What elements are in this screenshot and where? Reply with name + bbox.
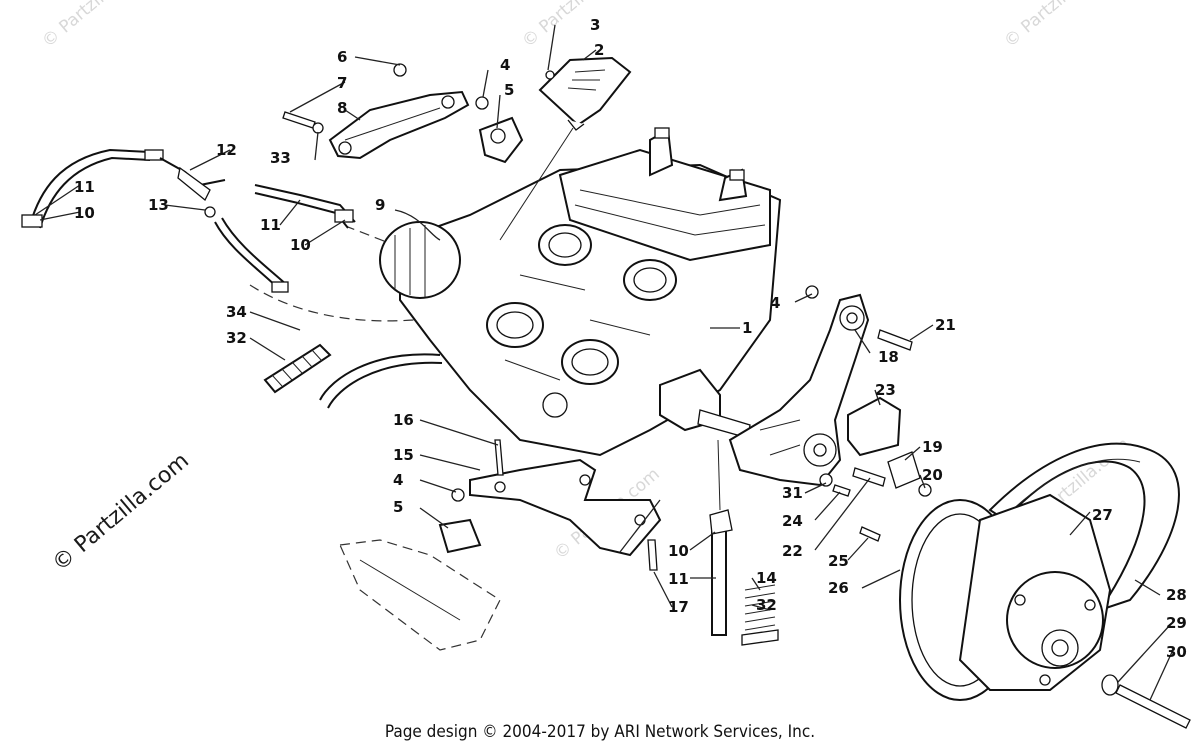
callout-4-right: 4 — [770, 294, 780, 312]
spring-lower — [741, 584, 779, 646]
upper-mount-bracket — [282, 63, 524, 164]
callout-16: 16 — [393, 411, 414, 429]
callout-12: 12 — [216, 141, 237, 159]
watermark-top-right: © Partzilla.com — [1000, 0, 1113, 52]
callout-20: 20 — [922, 466, 943, 484]
callout-11-lower: 11 — [668, 570, 689, 588]
callout-15: 15 — [393, 446, 414, 464]
callout-labels: 1 2 3 4 5 6 7 8 9 10 11 12 13 11 10 14 1… — [74, 16, 1187, 661]
gauge-assembly — [499, 56, 632, 241]
callout-24: 24 — [782, 512, 803, 530]
callout-11-left: 11 — [74, 178, 95, 196]
callout-18: 18 — [878, 348, 899, 366]
callout-28: 28 — [1166, 586, 1187, 604]
callout-23: 23 — [875, 381, 896, 399]
callout-4-lower: 4 — [393, 471, 403, 489]
callout-32-lower: 32 — [756, 596, 777, 614]
callout-14: 14 — [756, 569, 777, 587]
callout-5-lower: 5 — [393, 498, 403, 516]
callout-5-top: 5 — [504, 81, 514, 99]
watermark-top-center: © Partzilla.com — [518, 0, 631, 52]
callout-13: 13 — [148, 196, 169, 214]
callout-10-mid: 10 — [290, 236, 311, 254]
chassis-outline — [339, 539, 501, 651]
clutch-and-belt — [899, 442, 1191, 729]
callout-2: 2 — [594, 41, 604, 59]
engine-block-drawing — [249, 127, 782, 457]
callout-27: 27 — [1092, 506, 1113, 524]
watermark-left-side: © Partzilla.com — [48, 448, 194, 576]
callout-6: 6 — [337, 48, 347, 66]
callout-10-left: 10 — [74, 204, 95, 222]
callout-33: 33 — [270, 149, 291, 167]
callout-31: 31 — [782, 484, 803, 502]
callout-11-mid: 11 — [260, 216, 281, 234]
callout-32-left: 32 — [226, 329, 247, 347]
rear-mount-plate — [728, 285, 932, 542]
callout-9: 9 — [375, 196, 385, 214]
hose-assembly — [21, 148, 443, 409]
watermark-top-left: © Partzilla.com — [38, 0, 151, 52]
callout-19: 19 — [922, 438, 943, 456]
page-footer: Page design © 2004-2017 by ARI Network S… — [384, 722, 816, 742]
callout-8: 8 — [337, 99, 347, 117]
callout-21: 21 — [935, 316, 956, 334]
callout-1: 1 — [742, 319, 752, 337]
spring-left — [263, 343, 332, 394]
callout-7: 7 — [337, 74, 347, 92]
vertical-hose — [709, 439, 733, 636]
callout-4-top: 4 — [500, 56, 510, 74]
callout-17: 17 — [668, 598, 689, 616]
callout-30: 30 — [1166, 643, 1187, 661]
callout-26: 26 — [828, 579, 849, 597]
callout-25: 25 — [828, 552, 849, 570]
callout-22: 22 — [782, 542, 803, 560]
lower-mount-bracket — [438, 439, 662, 571]
callout-3: 3 — [590, 16, 600, 34]
leader-lines — [34, 24, 1173, 701]
callout-34: 34 — [226, 303, 247, 321]
callout-29: 29 — [1166, 614, 1187, 632]
callout-10-lower: 10 — [668, 542, 689, 560]
